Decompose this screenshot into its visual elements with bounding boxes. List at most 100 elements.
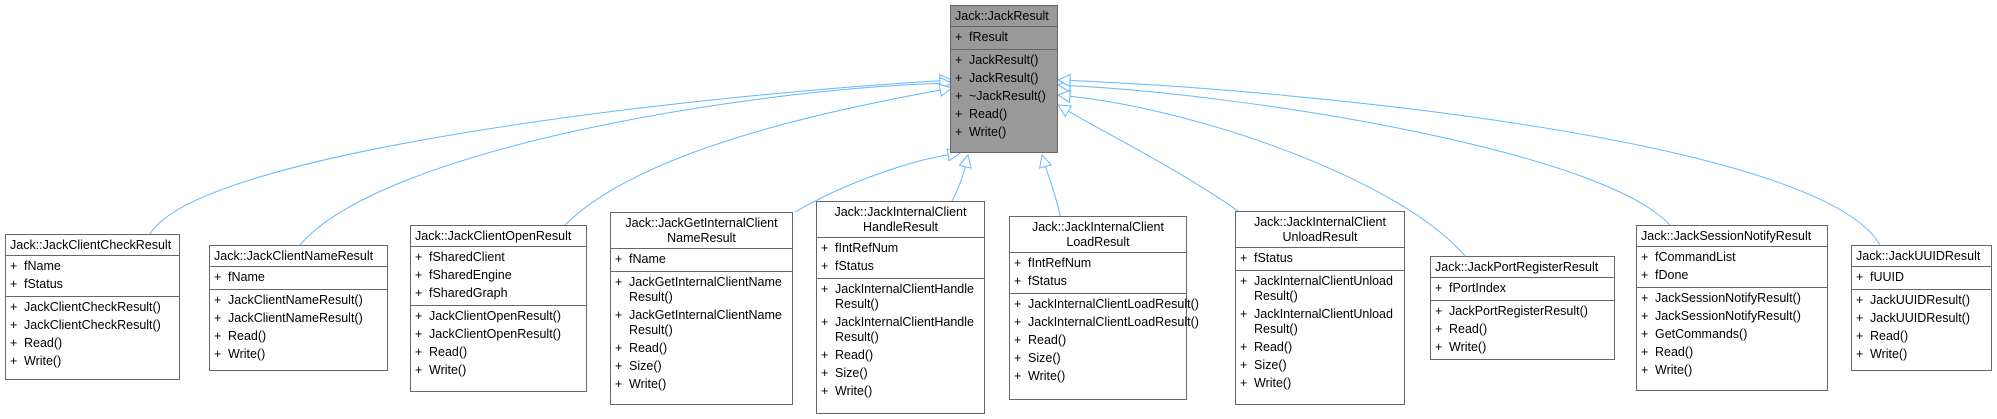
class-box-jack-internal-client-unload-result[interactable]: Jack::JackInternalClient UnloadResult +f… [1235, 211, 1405, 405]
class-name: Jack::JackInternalClient LoadResult [1031, 220, 1164, 249]
method-row: +Size() [1240, 358, 1287, 372]
attribute-row: +fIntRefNum [1014, 256, 1092, 270]
attribute-row: +fName [10, 259, 61, 273]
attribute-row: +fStatus [10, 277, 63, 291]
method-row: +JackClientOpenResult() [415, 327, 561, 341]
method-row: +Write() [1856, 347, 1908, 361]
class-name: Jack::JackClientNameResult [214, 249, 374, 263]
attribute-row: +fDone [1641, 268, 1689, 282]
class-box-jack-client-open-result[interactable]: Jack::JackClientOpenResult +fSharedClien… [410, 225, 587, 392]
class-box-jack-client-name-result[interactable]: Jack::JackClientNameResult +fName +JackC… [209, 245, 388, 371]
attributes-section: +fName [611, 248, 792, 271]
method-row: +JackClientCheckResult() [10, 300, 161, 314]
attributes-section: +fCommandList +fDone [1637, 246, 1827, 287]
inheritance-arrowhead [1057, 104, 1073, 118]
method-row: +JackResult() [955, 71, 1039, 85]
attribute-row: +fName [214, 270, 265, 284]
methods-section: +JackClientCheckResult() +JackClientChec… [6, 296, 179, 373]
method-row: +JackGetInternalClientName Result() [615, 275, 782, 304]
method-row: +JackPortRegisterResult() [1435, 304, 1588, 318]
methods-section: +JackResult() +JackResult() +~JackResult… [951, 49, 1057, 144]
method-row: +Write() [1014, 369, 1066, 383]
method-row: +Read() [1856, 329, 1909, 343]
inheritance-edge [1044, 166, 1061, 217]
class-name: Jack::JackUUIDResult [1856, 249, 1981, 263]
method-row: +Read() [821, 348, 874, 362]
attribute-row: +fName [615, 252, 666, 266]
method-row: +GetCommands() [1641, 327, 1748, 341]
attribute-row: +fStatus [821, 259, 874, 273]
class-name: Jack::JackClientCheckResult [10, 238, 172, 252]
method-row: +Read() [415, 345, 468, 359]
method-row: +Write() [214, 347, 266, 361]
class-name: Jack::JackInternalClient UnloadResult [1253, 215, 1386, 244]
method-row: +JackInternalClientHandle Result() [821, 315, 974, 344]
method-row: +Read() [1240, 340, 1293, 354]
attribute-row: +fUUID [1856, 270, 1905, 284]
class-box-jack-uuid-result[interactable]: Jack::JackUUIDResult +fUUID +JackUUIDRes… [1851, 245, 1992, 371]
attributes-section: +fStatus [1236, 247, 1404, 270]
method-row: +JackClientOpenResult() [415, 309, 561, 323]
class-box-jack-client-check-result[interactable]: Jack::JackClientCheckResult +fName +fSta… [5, 234, 180, 380]
class-box-jack-result[interactable]: Jack::JackResult +fResult +JackResult() … [950, 5, 1058, 153]
attribute-row: +fSharedClient [415, 250, 505, 264]
class-name: Jack::JackInternalClient HandleResult [834, 205, 967, 234]
attribute-row: +fResult [955, 30, 1008, 44]
class-box-jack-internal-client-load-result[interactable]: Jack::JackInternalClient LoadResult +fIn… [1009, 216, 1199, 400]
method-row: +Write() [1435, 340, 1487, 354]
attributes-section: +fIntRefNum +fStatus [817, 237, 984, 278]
method-row: +JackClientNameResult() [214, 311, 363, 325]
inheritance-edge [564, 89, 941, 226]
methods-section: +JackSessionNotifyResult() +JackSessionN… [1637, 287, 1827, 382]
attribute-row: +fSharedEngine [415, 268, 512, 282]
attributes-section: +fPortIndex [1431, 277, 1614, 300]
method-row: +Write() [1641, 363, 1693, 377]
method-row: +Write() [615, 377, 667, 391]
method-row: +Write() [955, 125, 1007, 139]
inheritance-arrowhead [1039, 153, 1053, 169]
method-row: +Write() [415, 363, 467, 377]
method-row: +Write() [821, 384, 873, 398]
method-row: +Read() [1435, 322, 1488, 336]
attributes-section: +fName [210, 266, 387, 289]
method-row: +~JackResult() [955, 89, 1046, 103]
inheritance-edge [1068, 110, 1239, 212]
inheritance-arrowhead [1056, 73, 1071, 88]
attributes-section: +fName +fStatus [6, 255, 179, 296]
methods-section: +JackClientNameResult() +JackClientNameR… [210, 289, 387, 366]
attribute-row: +fSharedGraph [415, 286, 508, 300]
class-name: Jack::JackGetInternalClient NameResult [625, 216, 778, 245]
method-row: +JackInternalClientLoadResult() [1014, 315, 1199, 329]
method-row: +Read() [1014, 333, 1067, 347]
attribute-row: +fPortIndex [1435, 281, 1506, 295]
inheritance-edge [299, 82, 941, 246]
method-row: +JackGetInternalClientName Result() [615, 308, 782, 337]
class-box-jack-get-internal-client-name-result[interactable]: Jack::JackGetInternalClient NameResult +… [610, 212, 793, 405]
inheritance-edge [1069, 79, 1881, 246]
methods-section: +JackPortRegisterResult() +Read() +Write… [1431, 300, 1614, 359]
method-row: +Write() [10, 354, 62, 368]
methods-section: +JackUUIDResult() +JackUUIDResult() +Rea… [1852, 289, 1991, 366]
class-name: Jack::JackSessionNotifyResult [1641, 229, 1812, 243]
class-box-jack-session-notify-result[interactable]: Jack::JackSessionNotifyResult +fCommandL… [1636, 225, 1828, 391]
method-row: +JackSessionNotifyResult() [1641, 291, 1801, 305]
class-box-jack-port-register-result[interactable]: Jack::JackPortRegisterResult +fPortIndex… [1430, 256, 1615, 360]
inheritance-arrowhead [958, 153, 972, 169]
method-row: +Size() [1014, 351, 1061, 365]
method-row: +Read() [214, 329, 267, 343]
class-name: Jack::JackResult [955, 9, 1049, 23]
method-row: +Size() [821, 366, 868, 380]
class-box-jack-internal-client-handle-result[interactable]: Jack::JackInternalClient HandleResult +f… [816, 201, 985, 414]
method-row: +JackSessionNotifyResult() [1641, 309, 1801, 323]
attributes-section: +fUUID [1852, 266, 1991, 289]
method-row: +JackResult() [955, 53, 1039, 67]
inheritance-edge [794, 154, 949, 213]
method-row: +JackInternalClientHandle Result() [821, 282, 974, 311]
attributes-section: +fSharedClient +fSharedEngine +fSharedGr… [411, 246, 586, 305]
method-row: +Read() [10, 336, 63, 350]
inheritance-edge [149, 80, 941, 235]
method-row: +JackUUIDResult() [1856, 293, 1971, 307]
method-row: +JackInternalClientUnload Result() [1240, 307, 1393, 336]
method-row: +JackClientNameResult() [214, 293, 363, 307]
